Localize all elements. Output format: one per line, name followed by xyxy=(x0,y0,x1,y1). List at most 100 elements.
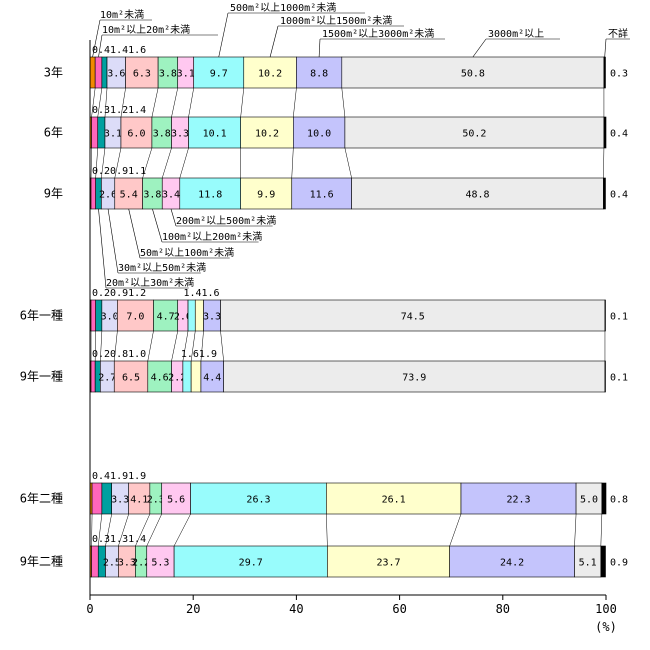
bar-segment xyxy=(243,56,297,89)
connector-line xyxy=(173,513,191,547)
callout-leader xyxy=(98,208,107,289)
bar-segment xyxy=(293,116,346,149)
connector-line xyxy=(90,147,92,179)
connector-line xyxy=(344,147,352,179)
data-label: 2.2 xyxy=(168,373,186,384)
data-label: 10.0 xyxy=(307,129,331,140)
connector-line xyxy=(326,513,328,547)
bar-segment xyxy=(574,545,602,578)
bar-segment xyxy=(90,177,96,210)
data-label: 3.3 xyxy=(118,558,136,569)
connector-line xyxy=(105,513,112,547)
connector-line xyxy=(179,147,189,179)
data-label: 3.8 xyxy=(159,69,177,80)
data-label: 4.6 xyxy=(151,373,169,384)
callout-leader xyxy=(128,208,141,259)
data-label: 22.3 xyxy=(506,495,530,506)
category-label: 6年一種 xyxy=(20,309,63,323)
data-label: 4.1 xyxy=(130,495,148,506)
legend-callout: 100m²以上200m²未満 xyxy=(162,231,262,243)
callout-leader xyxy=(472,38,487,58)
x-axis-unit: (%) xyxy=(595,620,617,634)
data-label: 3.3 xyxy=(203,312,221,323)
data-label: 0.9 xyxy=(610,558,628,569)
data-label: 24.2 xyxy=(500,558,524,569)
x-tick-label: 40 xyxy=(289,602,303,616)
bar-segment xyxy=(603,56,606,89)
bar-segment xyxy=(146,545,175,578)
connector-line xyxy=(162,147,172,179)
bar-segment xyxy=(91,482,103,515)
connector-line xyxy=(120,87,126,118)
data-label: 2.7 xyxy=(98,373,116,384)
data-label: 3.6 xyxy=(107,69,125,80)
legend-callout: 200m²以上500m²未満 xyxy=(176,215,276,227)
connector-line xyxy=(190,330,196,362)
data-label: 3.1 xyxy=(177,69,195,80)
data-label: 3.4 xyxy=(162,190,180,201)
bar-segment xyxy=(604,299,606,332)
category-label: 9年一種 xyxy=(20,370,63,384)
bar-segment xyxy=(600,545,606,578)
data-label: 5.6 xyxy=(167,495,185,506)
data-label: 11.8 xyxy=(198,190,222,201)
connector-line xyxy=(293,87,297,118)
data-label: 0.20.91.1 xyxy=(92,166,146,177)
data-label: 0.31.21.4 xyxy=(92,105,146,116)
data-label: 4.7 xyxy=(157,312,175,323)
bar-segment xyxy=(341,56,605,89)
bar-segment xyxy=(604,360,606,393)
bar-segment xyxy=(240,177,293,210)
data-label: 0.3 xyxy=(610,69,628,80)
bar-segment xyxy=(603,116,607,149)
legend-callout: 10m²以上20m²未満 xyxy=(102,24,190,36)
data-label: 5.3 xyxy=(151,558,169,569)
bar-segment xyxy=(460,482,577,515)
legend-callout: 500m²以上1000m²未満 xyxy=(230,2,336,14)
data-label: 23.7 xyxy=(376,558,400,569)
data-label: 9.7 xyxy=(210,69,228,80)
data-label: 3.3 xyxy=(111,495,129,506)
bar-segment xyxy=(94,56,103,89)
bar-segment xyxy=(220,299,606,332)
bar-segment xyxy=(291,177,352,210)
bar-segment xyxy=(190,360,202,393)
connector-line xyxy=(171,87,178,118)
data-label: 2.0 xyxy=(174,312,192,323)
data-label: 0.1 xyxy=(610,373,628,384)
bar-segment xyxy=(193,56,245,89)
category-label: 6年二種 xyxy=(20,492,63,506)
data-label: 5.1 xyxy=(579,558,597,569)
x-tick-label: 20 xyxy=(186,602,200,616)
legend-callout: 3000m²以上 xyxy=(488,28,544,40)
data-label: 50.8 xyxy=(461,69,485,80)
bar-segment xyxy=(326,482,462,515)
legend-callout: 10m²未満 xyxy=(100,9,144,21)
connector-line xyxy=(220,330,224,362)
bar-segment xyxy=(153,299,179,332)
data-label: 9.9 xyxy=(257,190,275,201)
bar-segment xyxy=(91,545,99,578)
data-label: 0.4 xyxy=(610,190,628,201)
x-tick-label: 100 xyxy=(595,602,617,616)
bar-segment xyxy=(296,56,343,89)
category-label: 3年 xyxy=(44,66,63,80)
bar-segment xyxy=(187,299,196,332)
legend-callout: 30m²以上50m²未満 xyxy=(118,262,206,274)
connector-line xyxy=(171,330,178,362)
data-label: 10.1 xyxy=(203,129,227,140)
callout-leader xyxy=(152,208,163,243)
bar-segment xyxy=(89,56,96,89)
data-label: 0.41.91.9 xyxy=(92,471,146,482)
data-label: 7.0 xyxy=(126,312,144,323)
connector-line xyxy=(603,147,605,179)
callout-leader xyxy=(318,38,321,58)
data-label: 4.4 xyxy=(203,373,221,384)
connector-line xyxy=(98,513,103,547)
connector-line xyxy=(449,513,462,547)
connector-line xyxy=(97,87,103,118)
data-label: 1.41.6 xyxy=(183,288,219,299)
x-tick-label: 0 xyxy=(86,602,93,616)
bar-segment xyxy=(101,56,108,89)
callout-leader xyxy=(269,25,279,58)
